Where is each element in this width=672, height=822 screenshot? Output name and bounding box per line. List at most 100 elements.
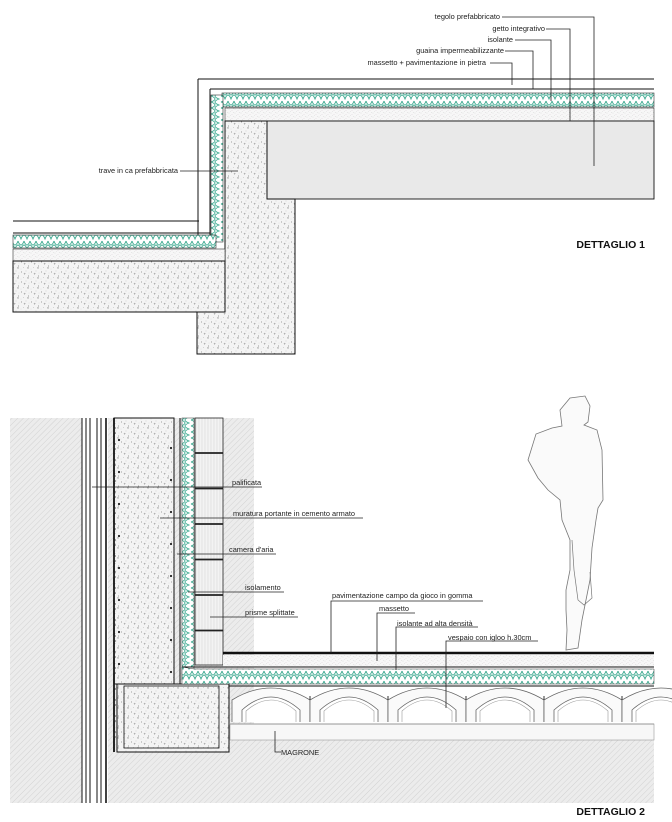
rebar-hook [113, 475, 116, 482]
rebar-dot [117, 566, 121, 570]
rebar-dot [169, 542, 173, 546]
label-isolante-alta-densita: isolante ad alta densità [397, 619, 473, 628]
rebar-hook [113, 571, 116, 578]
detail-1-title: DETTAGLIO 1 [576, 239, 645, 251]
leader-isolante [515, 39, 552, 101]
rebar-dot [169, 574, 173, 578]
d2-magrone [229, 723, 655, 741]
igloo-module [543, 687, 623, 722]
label-guaina-impermeabilizzante: guaina impermeabilizzante [416, 46, 504, 55]
igloo-module [465, 687, 545, 722]
label-palificata: palificata [232, 478, 262, 487]
igloo-module [621, 687, 672, 722]
rebar-dot [169, 670, 173, 674]
rebar-hook [113, 715, 116, 722]
rebar-hook [113, 491, 116, 498]
d2-prisme-joints [195, 452, 223, 632]
rebar-dot [117, 502, 121, 506]
label-isolante: isolante [488, 35, 513, 44]
d2-footing-rebar [123, 685, 220, 749]
d2-prisme-splittate [194, 417, 224, 666]
rebar-dot [117, 630, 121, 634]
rebar-dot [169, 606, 173, 610]
d1-insulation-vertical [210, 94, 224, 243]
rebar-dot [117, 598, 121, 602]
leader-magrone [274, 731, 281, 753]
rebar-dot [169, 510, 173, 514]
detail-2-title: DETTAGLIO 2 [576, 806, 645, 818]
leader-tegolo [502, 16, 595, 166]
d2-palificata [81, 418, 108, 803]
leader-getto [546, 28, 571, 121]
d1-lower-slab [12, 260, 226, 313]
leader-massetto [490, 62, 513, 85]
rebar-dot [169, 478, 173, 482]
rebar-hook [113, 699, 116, 706]
igloo-arch-inner [635, 699, 672, 722]
detail-1: tegolo prefabbricato getto integrativo i… [12, 12, 655, 355]
label-trave-ca: trave in ca prefabbricata [99, 166, 179, 175]
igloo-module [387, 687, 467, 722]
leader-isolante-alta [395, 626, 478, 670]
label-tegolo-prefabbricato: tegolo prefabbricato [435, 12, 500, 21]
igloo-arch-inner [401, 699, 453, 722]
igloo-arch-inner [323, 699, 375, 722]
d1-insulation-upper [221, 92, 655, 108]
leader-pavimentazione [330, 600, 483, 653]
rebar-hook [113, 667, 116, 674]
rebar-hook [113, 443, 116, 450]
rebar-hook [113, 539, 116, 546]
label-camera-aria: camera d'aria [229, 545, 274, 554]
rebar-dot [117, 438, 121, 442]
igloo-arch [631, 696, 672, 722]
label-getto-integrativo: getto integrativo [492, 24, 545, 33]
label-muratura-portante: muratura portante in cemento armato [233, 509, 355, 518]
rebar-hook [113, 523, 116, 530]
d2-isolamento-vertical [181, 417, 195, 681]
label-vespaio-igloo: vespaio con igloo h.30cm [448, 633, 531, 642]
leader-guaina [505, 50, 534, 89]
label-prisme-splittate: prisme splittate [245, 608, 295, 617]
rebar-hook [113, 619, 116, 626]
d2-muratura [113, 417, 175, 685]
detail-2: palificata muratura portante in cemento … [10, 395, 672, 818]
label-pavimentazione-gomma: pavimentazione campo da gioco in gomma [332, 591, 473, 600]
d1-getto-upper [224, 107, 655, 122]
rebar-hook [113, 603, 116, 610]
igloo-module [309, 687, 389, 722]
label-isolamento: isolamento [245, 583, 281, 592]
rebar-hook [113, 427, 116, 434]
d1-insulation-lower [12, 234, 217, 249]
rebar-hook [113, 651, 116, 658]
rebar-hook [113, 731, 116, 738]
igloo-arch-inner [557, 699, 609, 722]
d1-getto-lower [12, 248, 226, 262]
rebar-hook [113, 555, 116, 562]
leader-vespaio [445, 640, 538, 708]
label-massetto: massetto [379, 604, 409, 613]
rebar-dot [117, 470, 121, 474]
human-figure-icon [527, 395, 604, 651]
rebar-dot [169, 446, 173, 450]
leader-massetto [376, 612, 415, 661]
igloo-arch-inner [479, 699, 531, 722]
d1-precast-tile [266, 120, 655, 200]
rebar-hook [113, 683, 116, 690]
rebar-hook [113, 459, 116, 466]
d2-rebar-left [113, 427, 173, 738]
rebar-dot [117, 534, 121, 538]
label-massetto-pavimentazione: massetto + pavimentazione in pietra [367, 58, 486, 67]
rebar-hook [113, 635, 116, 642]
igloo-arch-inner [245, 699, 297, 722]
d2-vespaio-igloo [231, 687, 672, 722]
d2-footing [116, 683, 230, 753]
rebar-dot [169, 638, 173, 642]
d2-massetto [223, 655, 654, 667]
human-figure-leg [571, 539, 593, 606]
rebar-dot [117, 662, 121, 666]
igloo-module [231, 687, 311, 722]
rebar-hook [113, 587, 116, 594]
rebar-hook [113, 507, 116, 514]
label-magrone: MAGRONE [281, 748, 319, 757]
